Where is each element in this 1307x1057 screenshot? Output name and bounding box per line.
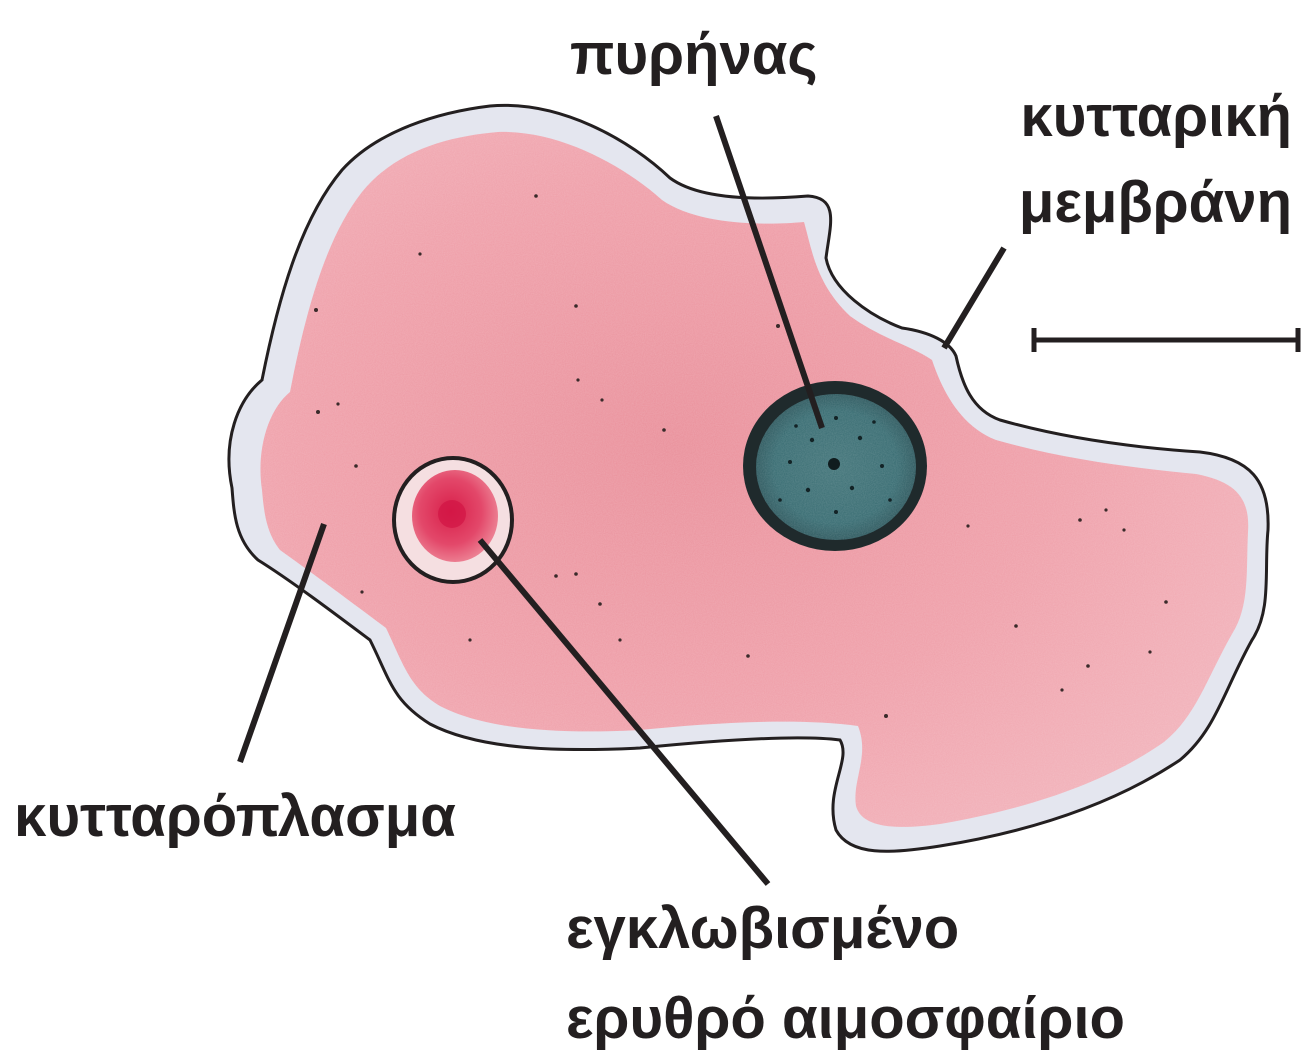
label-membrane-line2: μεμβράνη bbox=[1019, 170, 1292, 235]
label-membrane-line1: κυτταρική bbox=[1020, 84, 1292, 149]
scale-bar bbox=[1034, 328, 1298, 352]
label-cytoplasm: κυτταρόπλασμα bbox=[14, 784, 456, 849]
label-nucleus: πυρήνας bbox=[570, 22, 818, 87]
membrane-leader-line bbox=[944, 248, 1004, 348]
red-blood-cell bbox=[392, 456, 514, 584]
nucleus bbox=[743, 381, 927, 551]
label-rbc-line1: εγκλωβισμένο bbox=[566, 896, 959, 961]
label-rbc-line2: ερυθρό αιμοσφαίριο bbox=[566, 986, 1125, 1051]
